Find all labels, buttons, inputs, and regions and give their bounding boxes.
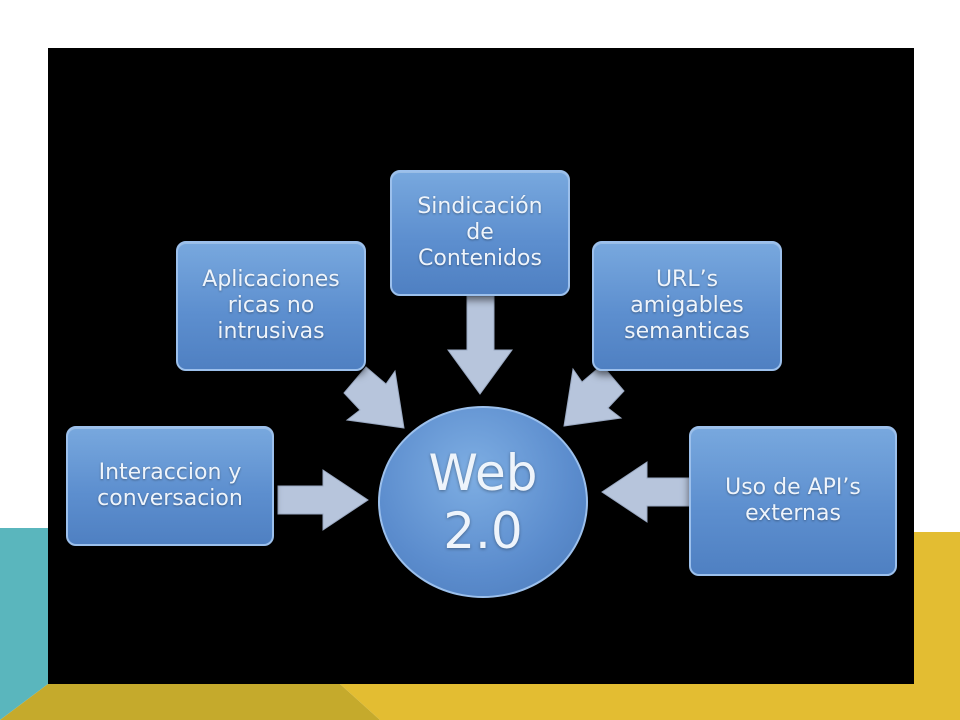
- olive-bottom-shape: [0, 684, 380, 720]
- node-sindicacion: Sindicación de Contenidos: [390, 170, 570, 296]
- node-interaccion: Interaccion y conversacion: [66, 426, 274, 546]
- node-urls: URL’s amigables semanticas: [592, 241, 782, 371]
- diagram-panel: Interaccion y conversacion Aplicaciones …: [48, 48, 914, 684]
- arrow-left: [277, 469, 369, 531]
- arrow-top: [447, 295, 513, 395]
- arrows-layer: [277, 295, 693, 531]
- node-aplicaciones: Aplicaciones ricas no intrusivas: [176, 241, 366, 371]
- node-web20-center: Web 2.0: [378, 406, 588, 598]
- yellow-bottom-shape: [340, 684, 960, 720]
- arrow-upper-right: [563, 364, 625, 427]
- arrow-right: [601, 461, 693, 523]
- teal-band-shape: [0, 528, 48, 720]
- node-apis: Uso de API’s externas: [689, 426, 897, 576]
- arrow-upper-left: [343, 366, 405, 429]
- yellow-band-shape: [914, 532, 960, 720]
